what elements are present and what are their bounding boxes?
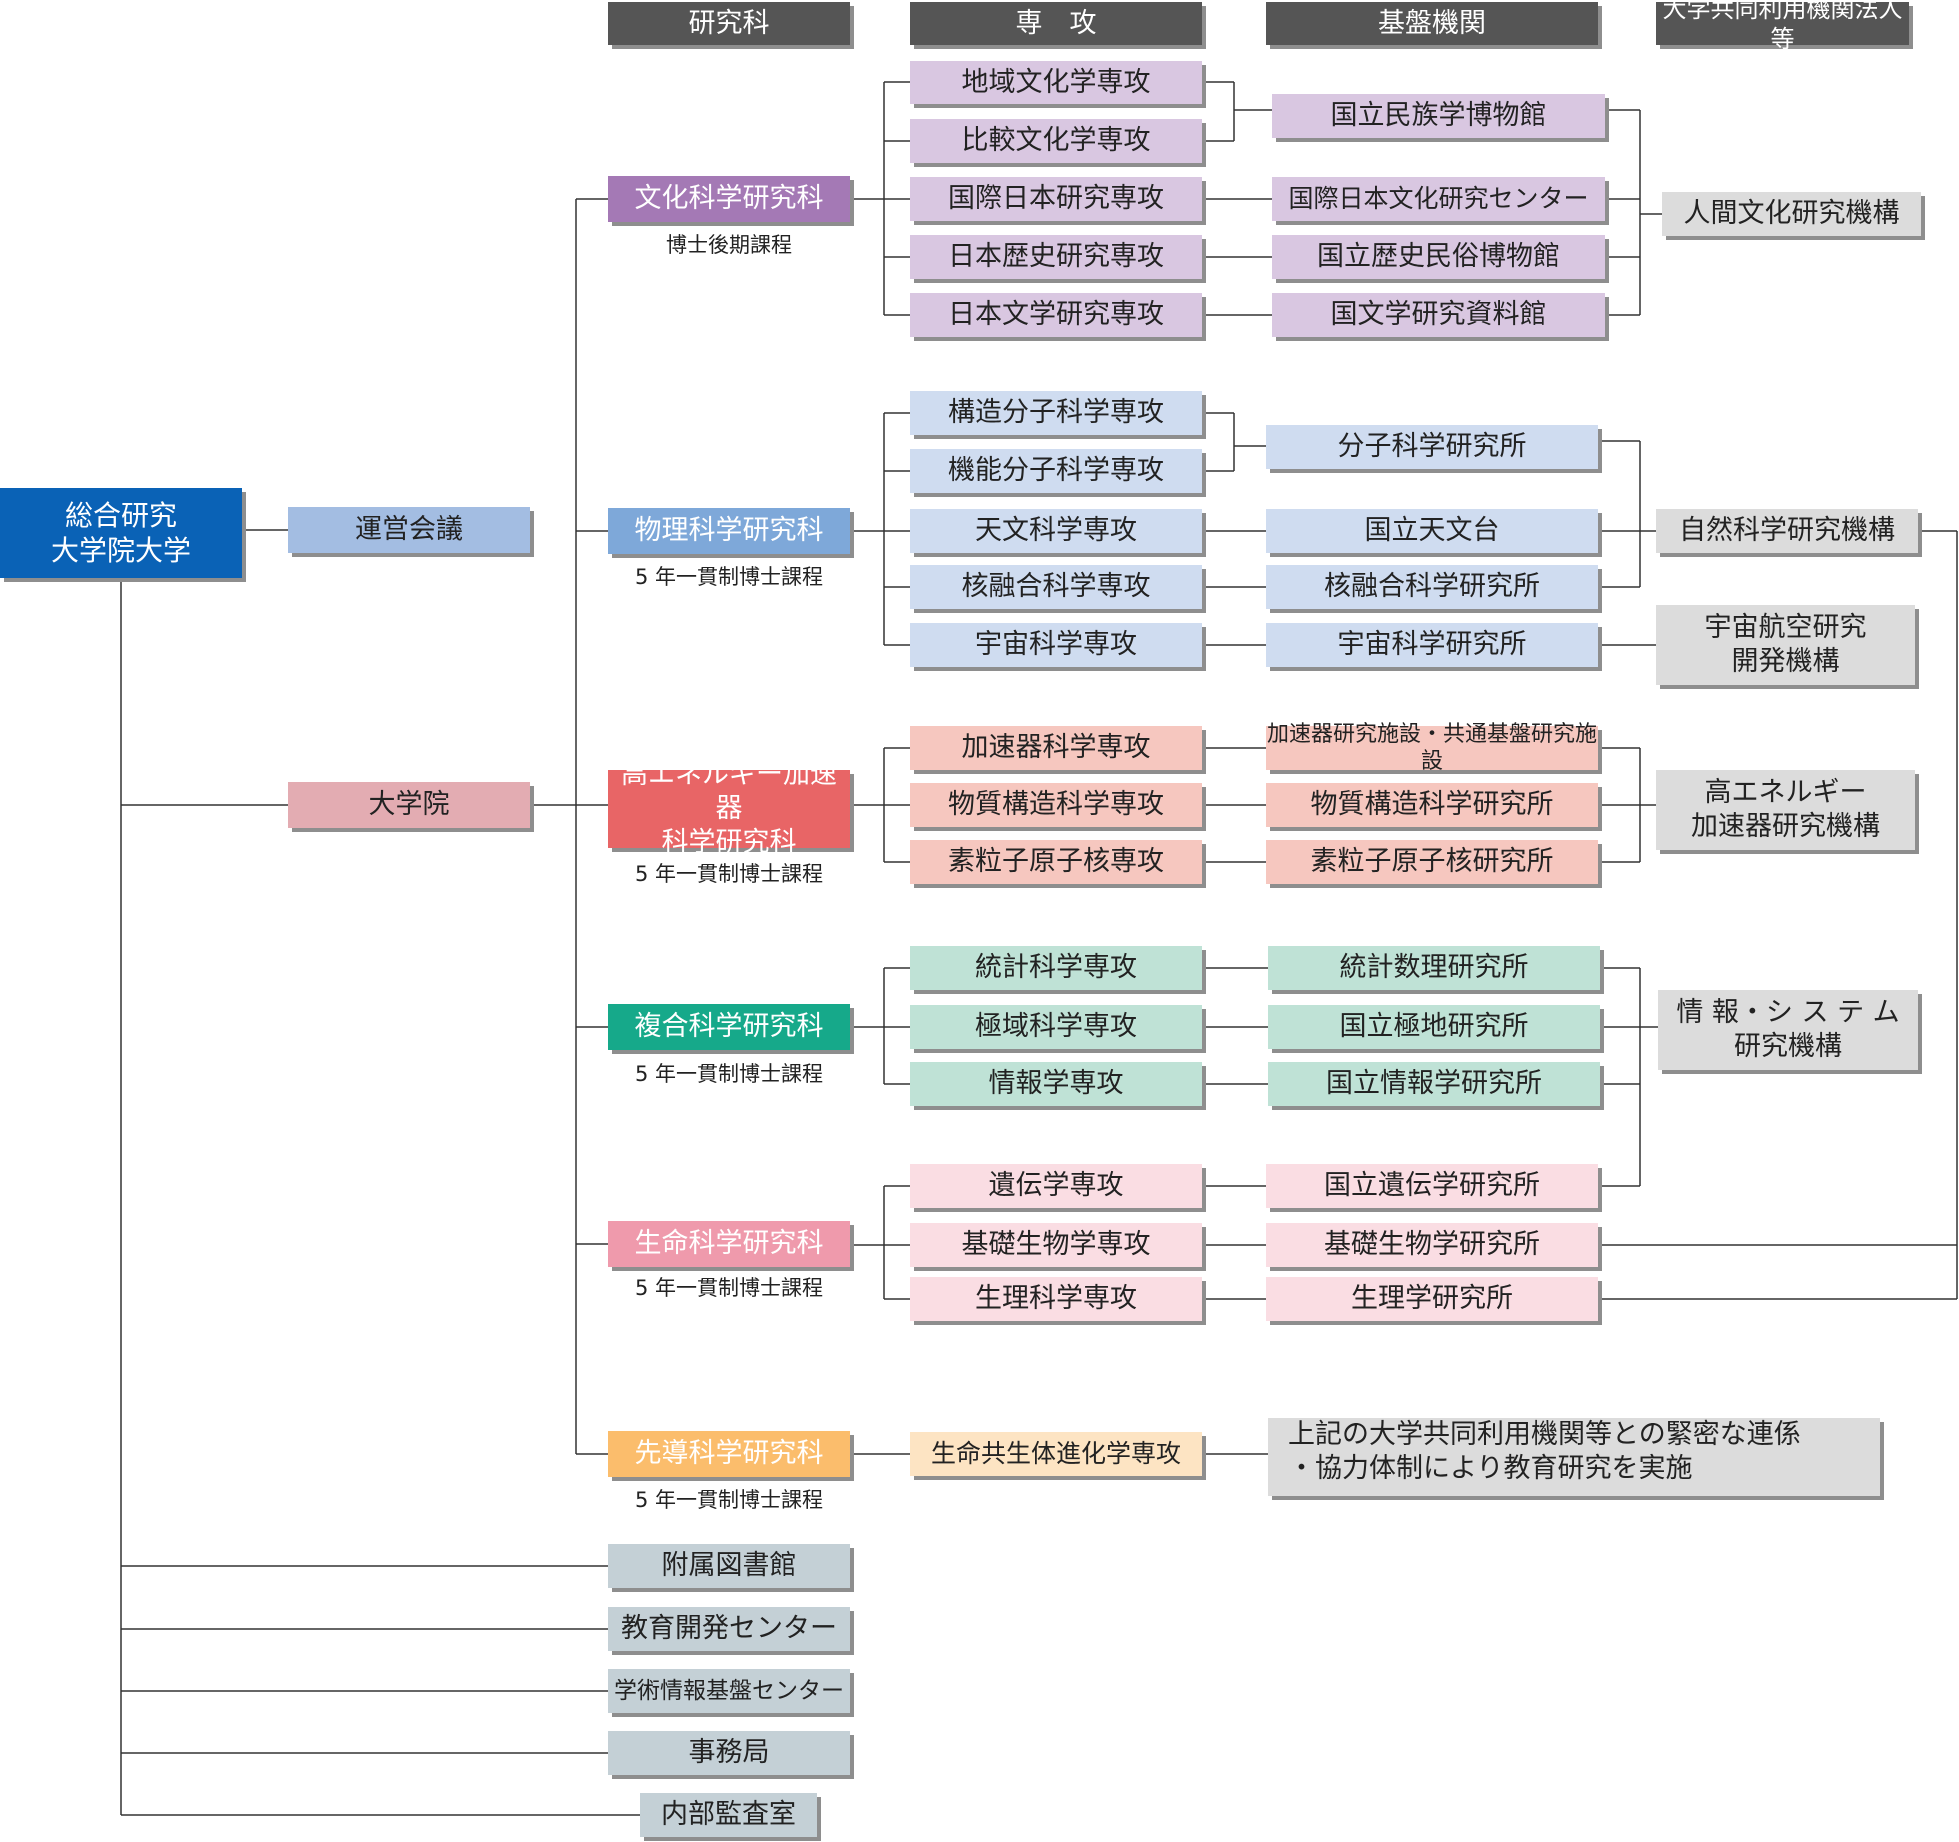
header-graduate-school: 研究科 — [608, 2, 850, 45]
major-box: 比較文化学専攻 — [910, 119, 1202, 163]
institution-box: 生理学研究所 — [1266, 1277, 1598, 1321]
major-box: 極域科学専攻 — [910, 1005, 1202, 1049]
org-rois-line2: 研究機構 — [1734, 1031, 1842, 1062]
major-box: 生理科学専攻 — [910, 1277, 1202, 1321]
institution-box: 素粒子原子核研究所 — [1266, 840, 1598, 884]
institution-box: 国立極地研究所 — [1268, 1005, 1600, 1049]
org-rois: 情 報・シ ス テ ム 研究機構 — [1658, 990, 1918, 1070]
cooperation-note-line1: 上記の大学共同利用機関等との緊密な連係 — [1288, 1419, 1801, 1450]
institution-box: 分子科学研究所 — [1266, 425, 1598, 469]
org-rois-line1: 情 報・シ ス テ ム — [1676, 997, 1900, 1029]
header-inter-university: 大学共同利用機関法人等 — [1656, 0, 1909, 53]
org-kek-line1: 高エネルギー — [1704, 777, 1867, 809]
root-university: 総合研究 大学院大学 — [0, 488, 242, 578]
major-box: 加速器科学専攻 — [910, 726, 1202, 770]
header-base-institution: 基盤機関 — [1266, 2, 1598, 45]
school-culture-course: 博士後期課程 — [666, 233, 792, 257]
school-advanced-course: 5 年一貫制博士課程 — [634, 1488, 824, 1512]
org-jaxa-line1: 宇宙航空研究 — [1704, 612, 1867, 644]
school-physics-course: 5 年一貫制博士課程 — [634, 565, 824, 589]
org-kek: 高エネルギー 加速器研究機構 — [1656, 770, 1915, 850]
major-box: 生命共生体進化学専攻 — [910, 1432, 1202, 1476]
institution-box: 核融合科学研究所 — [1266, 565, 1598, 609]
major-box: 日本文学研究専攻 — [910, 293, 1202, 337]
major-box: 統計科学専攻 — [910, 946, 1202, 990]
school-kek-line2: 科学研究科 — [661, 826, 797, 858]
school-kek-line1: 高エネルギー加速器 — [621, 759, 837, 825]
facility-education-center: 教育開発センター — [608, 1607, 850, 1651]
institution-box: 国立情報学研究所 — [1268, 1062, 1600, 1106]
graduate-school-box: 大学院 — [288, 782, 530, 828]
root-line1: 総合研究 — [64, 499, 177, 532]
major-box: 遺伝学専攻 — [910, 1164, 1202, 1208]
major-box: 構造分子科学専攻 — [910, 391, 1202, 435]
major-box: 日本歴史研究専攻 — [910, 235, 1202, 279]
facility-information-center: 学術情報基盤センター — [608, 1669, 850, 1713]
school-advanced: 先導科学研究科 — [608, 1431, 850, 1477]
institution-box: 国際日本文化研究センター — [1272, 177, 1605, 221]
major-box: 核融合科学専攻 — [910, 565, 1202, 609]
major-box: 宇宙科学専攻 — [910, 623, 1202, 667]
school-complex: 複合科学研究科 — [608, 1004, 850, 1050]
major-box: 機能分子科学専攻 — [910, 449, 1202, 493]
major-box: 地域文化学専攻 — [910, 61, 1202, 104]
org-jaxa-line2: 開発機構 — [1731, 646, 1840, 677]
institution-box: 国立天文台 — [1266, 509, 1598, 553]
institution-box: 加速器研究施設・共通基盤研究施設 — [1266, 721, 1598, 774]
facility-administration: 事務局 — [608, 1731, 850, 1775]
institution-box: 国立民族学博物館 — [1272, 94, 1605, 138]
institution-box: 国立遺伝学研究所 — [1266, 1164, 1598, 1208]
facility-internal-audit: 内部監査室 — [640, 1793, 817, 1837]
root-line2: 大学院大学 — [50, 534, 191, 567]
cooperation-note: 上記の大学共同利用機関等との緊密な連係 ・協力体制により教育研究を実施 — [1268, 1418, 1880, 1496]
facility-library: 附属図書館 — [608, 1544, 850, 1588]
school-physics: 物理科学研究科 — [608, 508, 850, 554]
major-box: 天文科学専攻 — [910, 509, 1202, 553]
institution-box: 基礎生物学研究所 — [1266, 1223, 1598, 1267]
header-major: 専 攻 — [910, 2, 1202, 45]
council-box: 運営会議 — [288, 507, 530, 553]
school-kek-course: 5 年一貫制博士課程 — [634, 862, 824, 886]
major-box: 素粒子原子核専攻 — [910, 840, 1202, 884]
school-life: 生命科学研究科 — [608, 1221, 850, 1267]
org-natural-sciences: 自然科学研究機構 — [1656, 509, 1918, 553]
major-box: 物質構造科学専攻 — [910, 783, 1202, 827]
institution-box: 宇宙科学研究所 — [1266, 623, 1598, 667]
institution-box: 統計数理研究所 — [1268, 946, 1600, 990]
cooperation-note-line2: ・協力体制により教育研究を実施 — [1288, 1452, 1693, 1484]
school-complex-course: 5 年一貫制博士課程 — [634, 1062, 824, 1086]
major-box: 情報学専攻 — [910, 1062, 1202, 1106]
major-box: 国際日本研究専攻 — [910, 177, 1202, 221]
org-jaxa: 宇宙航空研究 開発機構 — [1656, 605, 1915, 685]
org-kek-line2: 加速器研究機構 — [1691, 811, 1880, 842]
institution-box: 物質構造科学研究所 — [1266, 783, 1598, 827]
major-box: 基礎生物学専攻 — [910, 1223, 1202, 1267]
school-kek: 高エネルギー加速器 科学研究科 — [608, 759, 850, 858]
institution-box: 国文学研究資料館 — [1272, 293, 1605, 337]
org-humanities: 人間文化研究機構 — [1662, 192, 1921, 236]
school-life-course: 5 年一貫制博士課程 — [634, 1276, 824, 1300]
institution-box: 国立歴史民俗博物館 — [1272, 235, 1605, 279]
school-culture: 文化科学研究科 — [608, 176, 850, 222]
